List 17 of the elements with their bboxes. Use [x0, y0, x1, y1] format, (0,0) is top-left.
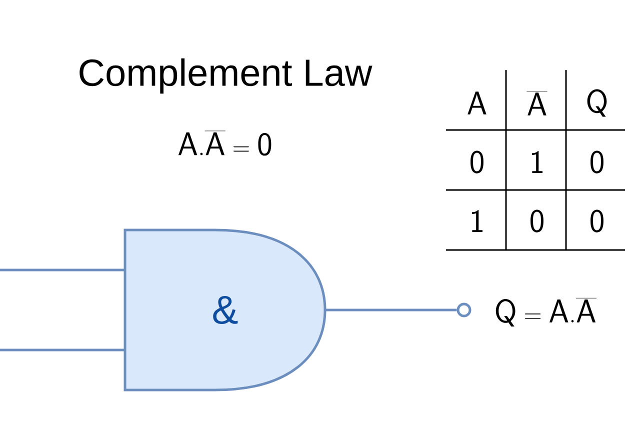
formula: $\mathsf{A}.\overline{\mathsf{A}} = \mathsf{0}$ [178, 130, 272, 156]
wire [325, 308, 457, 312]
table-cell: $\overline{\mathsf{A}}$ [526, 91, 548, 116]
table-cell: $\mathsf{1}$ [532, 150, 542, 174]
and-gate: & [124, 228, 326, 392]
title: Complement Law [80, 58, 372, 94]
table-cell: $\mathsf{0}$ [530, 210, 544, 232]
wire [0, 268, 125, 272]
table-cell: $\mathsf{A}$ [468, 92, 486, 114]
output-formula: $\mathsf{Q} = \mathsf{A}.\overline{\mathsf{A}}$ [496, 298, 596, 326]
table-cell: $\mathsf{1}$ [472, 210, 482, 232]
table-cell: $\mathsf{0}$ [590, 210, 604, 232]
output-terminal [456, 302, 472, 318]
table-cell: $\mathsf{Q}$ [587, 89, 607, 117]
wire [0, 348, 125, 352]
table-cell: $\mathsf{0}$ [590, 150, 604, 174]
table-cell: $\mathsf{0}$ [470, 150, 484, 174]
